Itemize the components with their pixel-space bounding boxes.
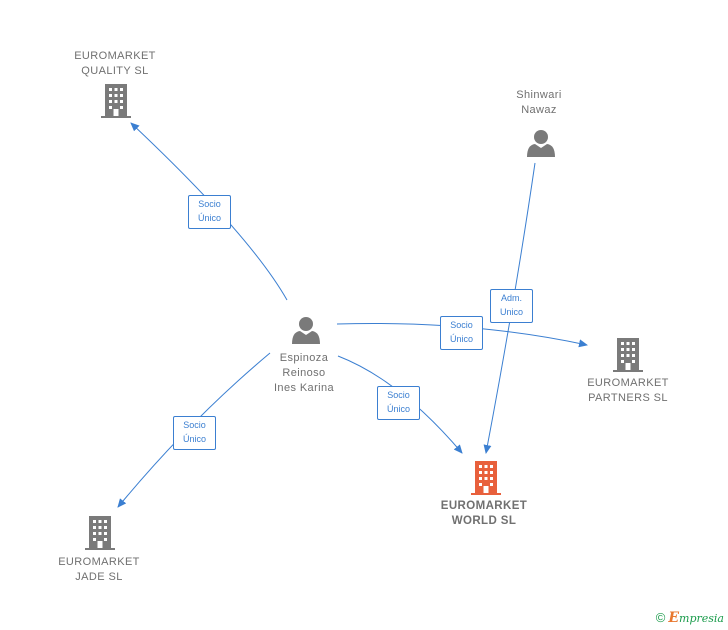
building-icon: [101, 84, 131, 118]
building-icon: [613, 338, 643, 372]
person-icon: [292, 317, 320, 344]
node-label-euromarket-world[interactable]: EUROMARKET WORLD SL: [440, 500, 528, 527]
edge-label-socio-unico: Socio Único: [173, 416, 216, 450]
edge-label-socio-unico: Socio Único: [440, 316, 483, 350]
node-label-espinoza-reinoso[interactable]: Espinoza Reinoso Ines Karina: [273, 352, 335, 394]
node-label-euromarket-quality[interactable]: EUROMARKET QUALITY SL: [74, 50, 156, 77]
brand-logo-e: E: [668, 610, 680, 626]
node-label-euromarket-jade[interactable]: EUROMARKET JADE SL: [58, 556, 140, 583]
main-building-icon: [471, 461, 501, 495]
brand-logo-text: mpresia: [679, 612, 724, 625]
copyright-symbol: ©: [655, 610, 666, 625]
edge-label-socio-unico: Socio Único: [188, 195, 231, 229]
brand-footer: ©Empresia: [656, 610, 724, 626]
edge-label-adm-unico: Adm. Unico: [490, 289, 533, 323]
edge-label-socio-unico: Socio Único: [377, 386, 420, 420]
building-icon: [85, 516, 115, 550]
person-icon: [527, 130, 555, 157]
node-label-shinwari-nawaz[interactable]: Shinwari Nawaz: [516, 89, 562, 116]
node-label-euromarket-partners[interactable]: EUROMARKET PARTNERS SL: [587, 377, 669, 404]
